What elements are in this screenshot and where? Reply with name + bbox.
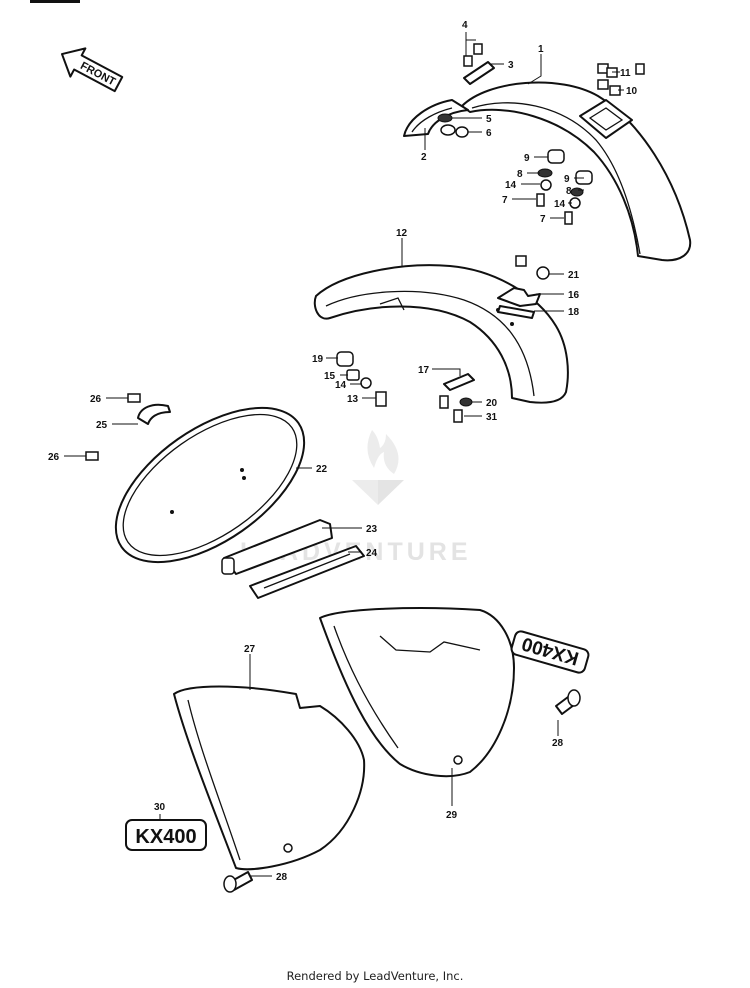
callout-18: 18 [568,307,580,318]
front-direction-arrow: FRONT [60,47,124,93]
callout-22: 22 [316,464,328,475]
callout-17: 17 [418,365,430,376]
callout-30: 30 [154,802,166,813]
callout-27: 27 [244,644,256,655]
callout-26a: 26 [90,394,102,405]
callout-20: 20 [486,398,498,409]
corner-mark [30,0,80,3]
callout-5: 5 [486,114,492,125]
leader-lines [64,32,624,877]
kx400-decal-left: KX400 [125,819,207,851]
callout-6: 6 [486,128,492,139]
callout-9b: 9 [564,174,570,185]
callout-28b: 28 [276,872,288,883]
number-plate [114,406,306,564]
callout-3: 3 [508,60,514,71]
callout-15: 15 [324,371,336,382]
callout-12: 12 [396,228,408,239]
callout-19: 19 [312,354,324,365]
plate-clip [85,393,171,461]
callout-16: 16 [568,290,580,301]
right-side-cover [319,607,515,778]
plate-bracket [221,519,333,575]
kx400-decal-right: KX400 [510,630,590,674]
rear-fender-hardware [437,43,645,225]
callout-8b: 8 [566,186,572,197]
callout-numbers: 1 2 3 4 5 6 7 7 8 8 9 9 10 11 12 13 14 1… [48,20,638,883]
callout-25: 25 [96,420,108,431]
side-cover-fastener [223,689,581,893]
callout-10: 10 [626,86,638,97]
front-fender-hardware [336,255,550,423]
callout-24: 24 [366,548,378,559]
callout-13: 13 [347,394,359,405]
left-side-cover [173,685,366,871]
callout-2: 2 [421,152,427,163]
callout-14c: 14 [335,380,347,391]
callout-26b: 26 [48,452,60,463]
callout-23: 23 [366,524,378,535]
front-fender [313,264,569,404]
callout-4: 4 [462,20,468,31]
callout-28a: 28 [552,738,564,749]
footer-credit: Rendered by LeadVenture, Inc. [286,969,464,983]
callout-29: 29 [446,810,458,821]
callout-14a: 14 [505,180,517,191]
rear-fender [461,81,692,262]
rear-fender-flap [403,99,469,137]
callout-31: 31 [486,412,498,423]
callout-21: 21 [568,270,580,281]
callout-9a: 9 [524,153,530,164]
decal-text-left: KX400 [135,826,196,848]
callout-7b: 7 [540,214,546,225]
callout-1: 1 [538,44,544,55]
callout-11: 11 [620,68,631,79]
callout-14b: 14 [554,199,566,210]
callout-8a: 8 [517,169,523,180]
plate-strap [249,545,365,599]
callout-7a: 7 [502,195,508,206]
